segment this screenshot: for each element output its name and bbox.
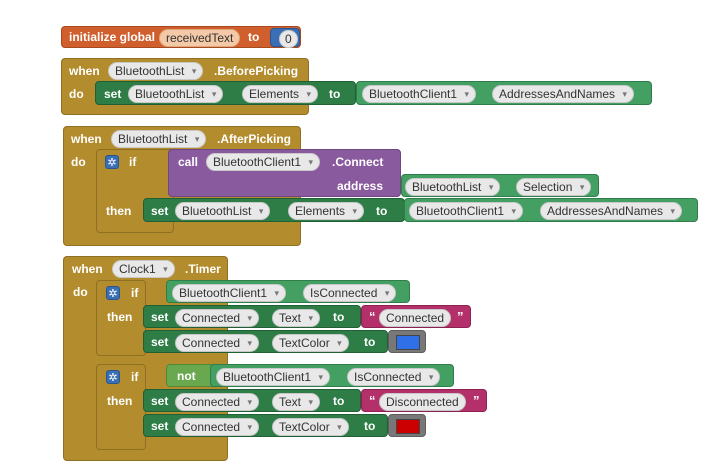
initialize-global-label: initialize global	[69, 30, 156, 44]
after-picking-component-dropdown[interactable]: BluetoothList	[111, 130, 207, 148]
open-quote-icon: “	[369, 393, 376, 408]
mutator-gear-icon[interactable]: ✲	[106, 370, 120, 384]
is-connected-getter[interactable]: BluetoothClient1 IsConnected	[210, 364, 454, 387]
not-block[interactable]: not	[166, 364, 216, 387]
when-label: when	[72, 262, 103, 276]
when-label: when	[69, 64, 100, 78]
if-connected-block[interactable]: ✲ if then	[96, 280, 146, 356]
close-quote-icon: ”	[457, 309, 464, 324]
set-label: set	[151, 419, 169, 433]
number-value-field[interactable]: 0	[279, 30, 298, 48]
addresses-and-names-getter[interactable]: BluetoothClient1 AddressesAndNames	[404, 198, 698, 222]
set-to-label: to	[333, 310, 345, 324]
set-component-dropdown[interactable]: BluetoothList	[175, 202, 271, 220]
when-label: when	[71, 132, 102, 146]
do-label: do	[69, 87, 84, 101]
getter-property-dropdown[interactable]: IsConnected	[303, 284, 397, 302]
getter-component-dropdown[interactable]: BluetoothClient1	[409, 202, 524, 220]
timer-event-label: .Timer	[185, 262, 221, 276]
address-arg-label: address	[337, 179, 384, 193]
set-label: set	[151, 335, 169, 349]
is-connected-getter[interactable]: BluetoothClient1 IsConnected	[166, 280, 410, 303]
set-to-label: to	[364, 335, 376, 349]
mutator-gear-icon[interactable]: ✲	[105, 155, 119, 169]
red-color-swatch[interactable]	[396, 419, 420, 434]
before-picking-event-label: .BeforePicking	[214, 64, 299, 78]
addresses-and-names-getter[interactable]: BluetoothClient1 AddressesAndNames	[356, 81, 652, 105]
set-textcolor-block[interactable]: set Connected TextColor to	[143, 414, 388, 437]
if-label: if	[131, 370, 139, 384]
set-label: set	[104, 87, 122, 101]
set-to-label: to	[333, 394, 345, 408]
set-component-dropdown[interactable]: Connected	[175, 334, 260, 352]
set-property-dropdown[interactable]: TextColor	[272, 334, 349, 352]
number-block[interactable]: 0	[270, 28, 300, 48]
blue-color-swatch[interactable]	[396, 335, 420, 350]
getter-component-dropdown[interactable]: BluetoothClient1	[216, 368, 331, 386]
getter-property-dropdown[interactable]: AddressesAndNames	[492, 85, 635, 103]
then-label: then	[107, 394, 133, 408]
close-quote-icon: ”	[473, 393, 480, 408]
set-text-block[interactable]: set Connected Text to	[143, 305, 361, 328]
global-variable-name-field[interactable]: receivedText	[159, 29, 241, 47]
connect-method-label: .Connect	[332, 155, 384, 169]
set-label: set	[151, 310, 169, 324]
getter-property-dropdown[interactable]: IsConnected	[347, 368, 441, 386]
set-property-dropdown[interactable]: Elements	[288, 202, 365, 220]
getter-property-dropdown[interactable]: AddressesAndNames	[540, 202, 683, 220]
not-label: not	[177, 369, 196, 383]
set-component-dropdown[interactable]: Connected	[175, 418, 260, 436]
call-connect-block[interactable]: call BluetoothClient1 .Connect address	[168, 149, 401, 197]
selection-component-dropdown[interactable]: BluetoothList	[405, 178, 501, 196]
set-component-dropdown[interactable]: Connected	[175, 309, 260, 327]
getter-component-dropdown[interactable]: BluetoothClient1	[362, 85, 477, 103]
set-component-dropdown[interactable]: Connected	[175, 393, 260, 411]
set-to-label: to	[376, 204, 388, 218]
set-to-label: to	[364, 419, 376, 433]
set-textcolor-block[interactable]: set Connected TextColor to	[143, 330, 388, 353]
timer-component-dropdown[interactable]: Clock1	[112, 260, 175, 278]
red-color-block[interactable]	[388, 414, 426, 437]
set-component-dropdown[interactable]: BluetoothList	[128, 85, 224, 103]
set-label: set	[151, 204, 169, 218]
open-quote-icon: “	[369, 309, 376, 324]
call-label: call	[178, 155, 199, 169]
if-label: if	[131, 286, 139, 300]
set-text-block[interactable]: set Connected Text to	[143, 389, 361, 412]
set-property-dropdown[interactable]: Text	[272, 393, 321, 411]
if-label: if	[129, 155, 137, 169]
initialize-to-label: to	[248, 30, 260, 44]
text-disconnected-block[interactable]: “ Disconnected ”	[361, 389, 487, 412]
after-picking-event-label: .AfterPicking	[217, 132, 292, 146]
if-not-connected-block[interactable]: ✲ if then	[96, 364, 146, 450]
set-to-label: to	[329, 87, 341, 101]
set-elements-block[interactable]: set BluetoothList Elements to	[143, 198, 405, 222]
selection-getter[interactable]: BluetoothList Selection	[401, 174, 599, 197]
text-connected-block[interactable]: “ Connected ”	[361, 305, 471, 328]
then-label: then	[106, 204, 132, 218]
initialize-global-block[interactable]: initialize global receivedText to 0	[61, 26, 301, 48]
text-value-field[interactable]: Connected	[379, 309, 452, 327]
getter-component-dropdown[interactable]: BluetoothClient1	[172, 284, 287, 302]
set-elements-block[interactable]: set BluetoothList Elements to	[95, 81, 356, 105]
selection-property-dropdown[interactable]: Selection	[516, 178, 592, 196]
text-value-field[interactable]: Disconnected	[379, 393, 466, 411]
set-property-dropdown[interactable]: Elements	[242, 85, 319, 103]
set-property-dropdown[interactable]: Text	[272, 309, 321, 327]
mutator-gear-icon[interactable]: ✲	[106, 286, 120, 300]
do-label: do	[73, 285, 88, 299]
do-label: do	[71, 155, 86, 169]
blue-color-block[interactable]	[388, 330, 426, 353]
call-component-dropdown[interactable]: BluetoothClient1	[206, 153, 321, 171]
set-label: set	[151, 394, 169, 408]
set-property-dropdown[interactable]: TextColor	[272, 418, 349, 436]
before-picking-component-dropdown[interactable]: BluetoothList	[108, 62, 204, 80]
then-label: then	[107, 310, 133, 324]
